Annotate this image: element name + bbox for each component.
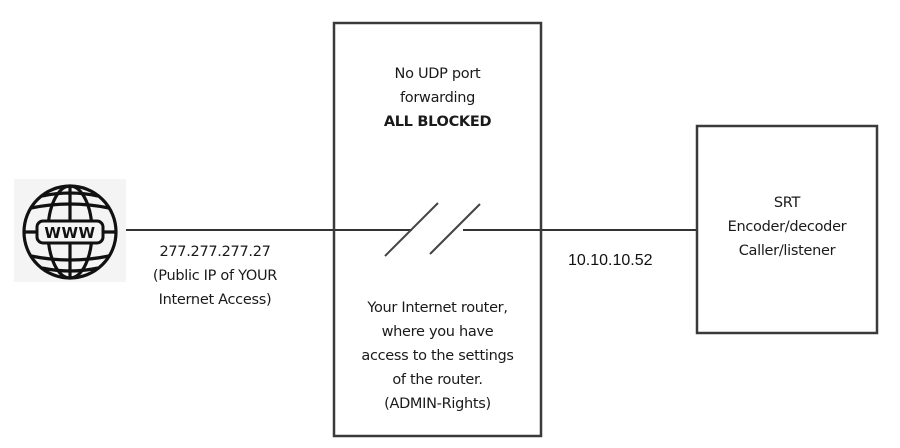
router-desc-line-2: where you have	[381, 324, 494, 340]
break-slash-1	[384, 202, 439, 257]
router-desc-line-4: of the router.	[392, 372, 483, 388]
public-ip-note-2: Internet Access)	[158, 292, 272, 308]
router-note-line-2: forwarding	[399, 90, 475, 106]
router-note-line-1: No UDP port	[394, 66, 481, 82]
break-slash-2	[429, 203, 481, 255]
srt-label-line-2: Encoder/decoder	[727, 219, 847, 235]
public-ip-value: 277.277.277.27	[159, 244, 271, 260]
public-ip-label: 277.277.277.27 (Public IP of YOUR Intern…	[120, 240, 310, 312]
srt-device-box	[695, 124, 879, 335]
srt-label-line-3: Caller/listener	[738, 243, 836, 259]
router-port-forwarding-note: No UDP port forwarding ALL BLOCKED	[334, 62, 541, 134]
www-label-box: WWW	[35, 219, 105, 245]
all-blocked-label: ALL BLOCKED	[383, 114, 492, 130]
router-desc-line-5: (ADMIN-Rights)	[384, 396, 491, 412]
router-description: Your Internet router, where you have acc…	[334, 296, 541, 416]
srt-device-label: SRT Encoder/decoder Caller/listener	[697, 191, 877, 263]
local-ip-label: 10.10.10.52	[568, 252, 653, 269]
srt-label-line-1: SRT	[773, 195, 801, 211]
public-ip-note-1: (Public IP of YOUR	[152, 268, 278, 284]
router-desc-line-1: Your Internet router,	[367, 300, 508, 316]
www-icon-text: WWW	[44, 224, 95, 242]
router-box	[332, 21, 543, 438]
router-desc-line-3: access to the settings	[361, 348, 514, 364]
